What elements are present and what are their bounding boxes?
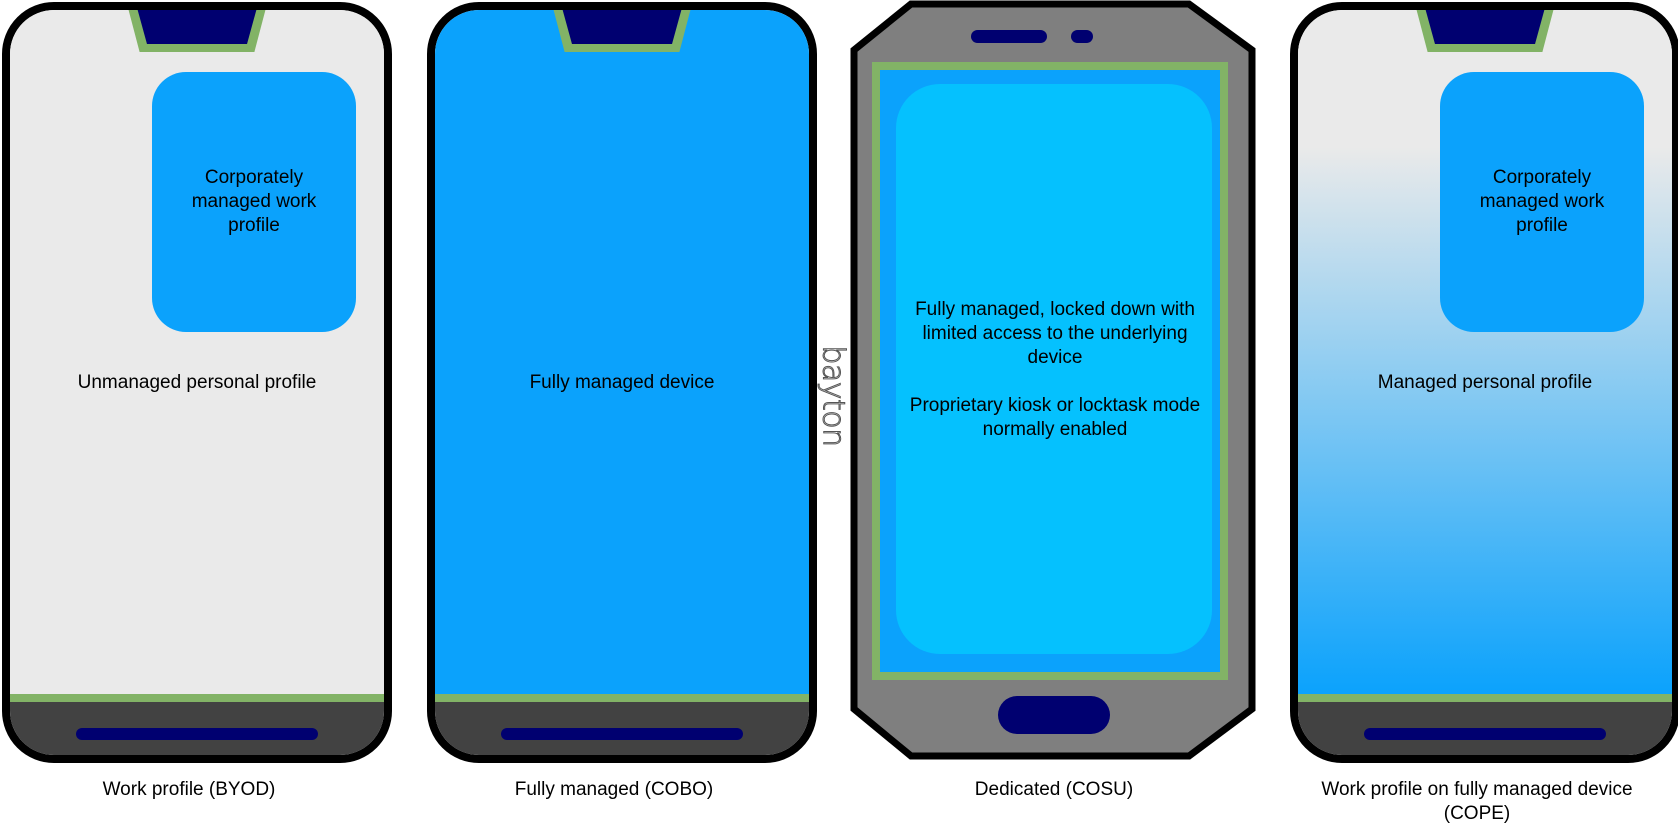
fully-managed-label: Fully managed device — [529, 372, 715, 393]
screen-panel — [896, 84, 1212, 654]
phone-screen — [435, 10, 809, 694]
work-profile-box: Corporately managed work profile — [1440, 72, 1644, 332]
device-caption: Dedicated (COSU) — [974, 779, 1134, 800]
front-camera-icon — [1071, 30, 1093, 43]
device-caption: Work profile (BYOD) — [102, 779, 276, 800]
dedicated-description: Fully managed, locked down with limited … — [900, 298, 1210, 442]
phone-frame: Corporately managed work profile Unmanag… — [2, 2, 392, 763]
screen-divider — [1298, 694, 1672, 702]
phone-frame: Fully managed device — [427, 2, 817, 763]
speaker-grille — [971, 30, 1047, 43]
home-bar — [1364, 728, 1606, 740]
personal-profile-label: Unmanaged personal profile — [77, 372, 317, 393]
dedicated-description-line: Fully managed, locked down with limited … — [915, 299, 1195, 368]
personal-profile-label: Managed personal profile — [1377, 372, 1593, 393]
phone-frame: Corporately managed work profile Managed… — [1290, 2, 1678, 763]
phone-notch — [1424, 10, 1546, 44]
home-button — [998, 696, 1110, 734]
home-bar — [76, 728, 318, 740]
work-profile-box: Corporately managed work profile — [152, 72, 356, 332]
bayton-watermark: bayton — [815, 345, 851, 447]
cobo-device: Fully managed device Fully managed (COBO… — [425, 0, 817, 800]
phone-notch — [561, 10, 683, 44]
work-profile-label: Corporately managed work profile — [191, 167, 317, 236]
work-profile-label: Corporately managed work profile — [1479, 167, 1605, 236]
device-caption: Fully managed (COBO) — [514, 779, 714, 800]
screen-divider — [10, 694, 384, 702]
cope-device: Corporately managed work profile Managed… — [1288, 0, 1678, 824]
cosu-device: Fully managed, locked down with limited … — [850, 0, 1258, 800]
screen-divider — [435, 694, 809, 702]
byod-device: Corporately managed work profile Unmanag… — [0, 0, 392, 800]
device-caption: Work profile on fully managed device (CO… — [1321, 779, 1633, 824]
text-spacer — [900, 370, 1210, 394]
home-bar — [501, 728, 743, 740]
kiosk-mode-description: Proprietary kiosk or locktask mode norma… — [909, 395, 1201, 440]
phone-notch — [136, 10, 258, 44]
rugged-phone — [850, 0, 1256, 760]
